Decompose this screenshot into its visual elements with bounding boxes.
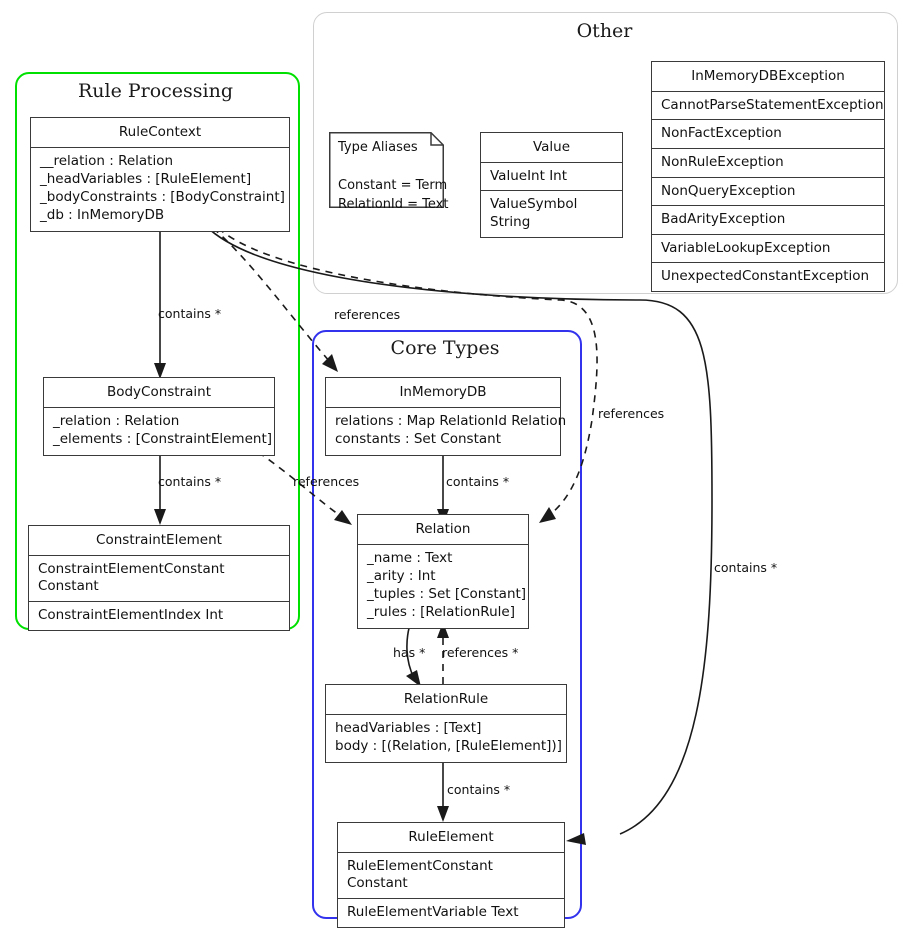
- class-in-memory-db-exception-variant-3: NonQueryException: [652, 176, 884, 206]
- class-value[interactable]: Value ValueInt Int ValueSymbol String: [480, 132, 623, 238]
- class-in-memory-db-exception-variant-6: UnexpectedConstantException: [652, 262, 884, 291]
- edge-label-contains-far: contains *: [714, 560, 778, 575]
- class-in-memory-db-exception-name: InMemoryDBException: [691, 68, 845, 84]
- edge-label-contains-body: contains *: [158, 474, 222, 489]
- class-rule-element-variant-1: RuleElementVariable Text: [338, 897, 564, 927]
- edge-label-contains-db: contains *: [446, 474, 510, 489]
- class-in-memory-db-exception-variant-0: CannotParseStatementException: [652, 90, 884, 120]
- class-relation-rule-attributes: headVariables : [Text] body : [(Relation…: [326, 713, 566, 762]
- group-other-title: Other: [576, 20, 633, 42]
- class-in-memory-db-exception[interactable]: InMemoryDBException CannotParseStatement…: [651, 61, 885, 292]
- class-value-name: Value: [532, 139, 571, 155]
- class-in-memory-db-exception-variant-4: BadArityException: [652, 205, 884, 234]
- class-rule-context[interactable]: RuleContext __relation : Relation _headV…: [30, 117, 290, 232]
- edge-label-contains-1: contains *: [158, 306, 222, 321]
- class-rule-context-attributes: __relation : Relation _headVariables : […: [31, 146, 289, 231]
- note-shape: [329, 132, 444, 208]
- class-body-constraint[interactable]: BodyConstraint _relation : Relation _ele…: [43, 377, 275, 456]
- class-constraint-element-variant-0: ConstraintElementConstant Constant: [29, 554, 289, 601]
- edge-label-references-star: references *: [442, 645, 519, 660]
- class-rule-element-variant-0: RuleElementConstant Constant: [338, 851, 564, 898]
- class-body-constraint-attributes: _relation : Relation _elements : [Constr…: [44, 406, 274, 455]
- class-body-constraint-name: BodyConstraint: [106, 384, 212, 400]
- edge-label-has-star: has *: [393, 645, 426, 660]
- edge-label-contains-rule: contains *: [447, 782, 511, 797]
- class-rule-element[interactable]: RuleElement RuleElementConstant Constant…: [337, 822, 565, 928]
- class-relation-rule[interactable]: RelationRule headVariables : [Text] body…: [325, 684, 567, 763]
- class-rule-context-name: RuleContext: [118, 124, 202, 140]
- class-value-variant-0: ValueInt Int: [481, 161, 622, 191]
- note-type-aliases-body: Type Aliases Constant = Term RelationId …: [338, 140, 449, 212]
- class-in-memory-db-exception-variant-2: NonRuleException: [652, 147, 884, 177]
- edge-label-references-body: references: [293, 474, 360, 489]
- class-constraint-element[interactable]: ConstraintElement ConstraintElementConst…: [28, 525, 290, 631]
- edge-label-references-right: references: [598, 406, 665, 421]
- class-relation-name: Relation: [415, 521, 471, 537]
- class-value-variant-1: ValueSymbol String: [481, 190, 622, 236]
- class-in-memory-db-name: InMemoryDB: [399, 384, 487, 400]
- class-in-memory-db-exception-variant-5: VariableLookupException: [652, 233, 884, 263]
- class-in-memory-db[interactable]: InMemoryDB relations : Map RelationId Re…: [325, 377, 566, 456]
- group-core-types-title: Core Types: [390, 337, 500, 359]
- edge-label-references-top: references: [334, 307, 401, 322]
- class-rule-element-name: RuleElement: [408, 829, 494, 845]
- class-relation-rule-name: RelationRule: [403, 691, 489, 707]
- note-type-aliases: Type Aliases Constant = Term RelationId …: [329, 132, 448, 212]
- class-relation[interactable]: Relation _name : Text _arity : Int _tupl…: [357, 514, 529, 629]
- class-constraint-element-variant-1: ConstraintElementIndex Int: [29, 600, 289, 630]
- class-relation-attributes: _name : Text _arity : Int _tuples : Set …: [358, 543, 528, 628]
- class-in-memory-db-exception-variant-1: NonFactException: [652, 119, 884, 148]
- class-in-memory-db-attributes: relations : Map RelationId Relation cons…: [326, 406, 566, 455]
- class-constraint-element-name: ConstraintElement: [96, 532, 222, 548]
- group-rule-processing-title: Rule Processing: [77, 80, 234, 102]
